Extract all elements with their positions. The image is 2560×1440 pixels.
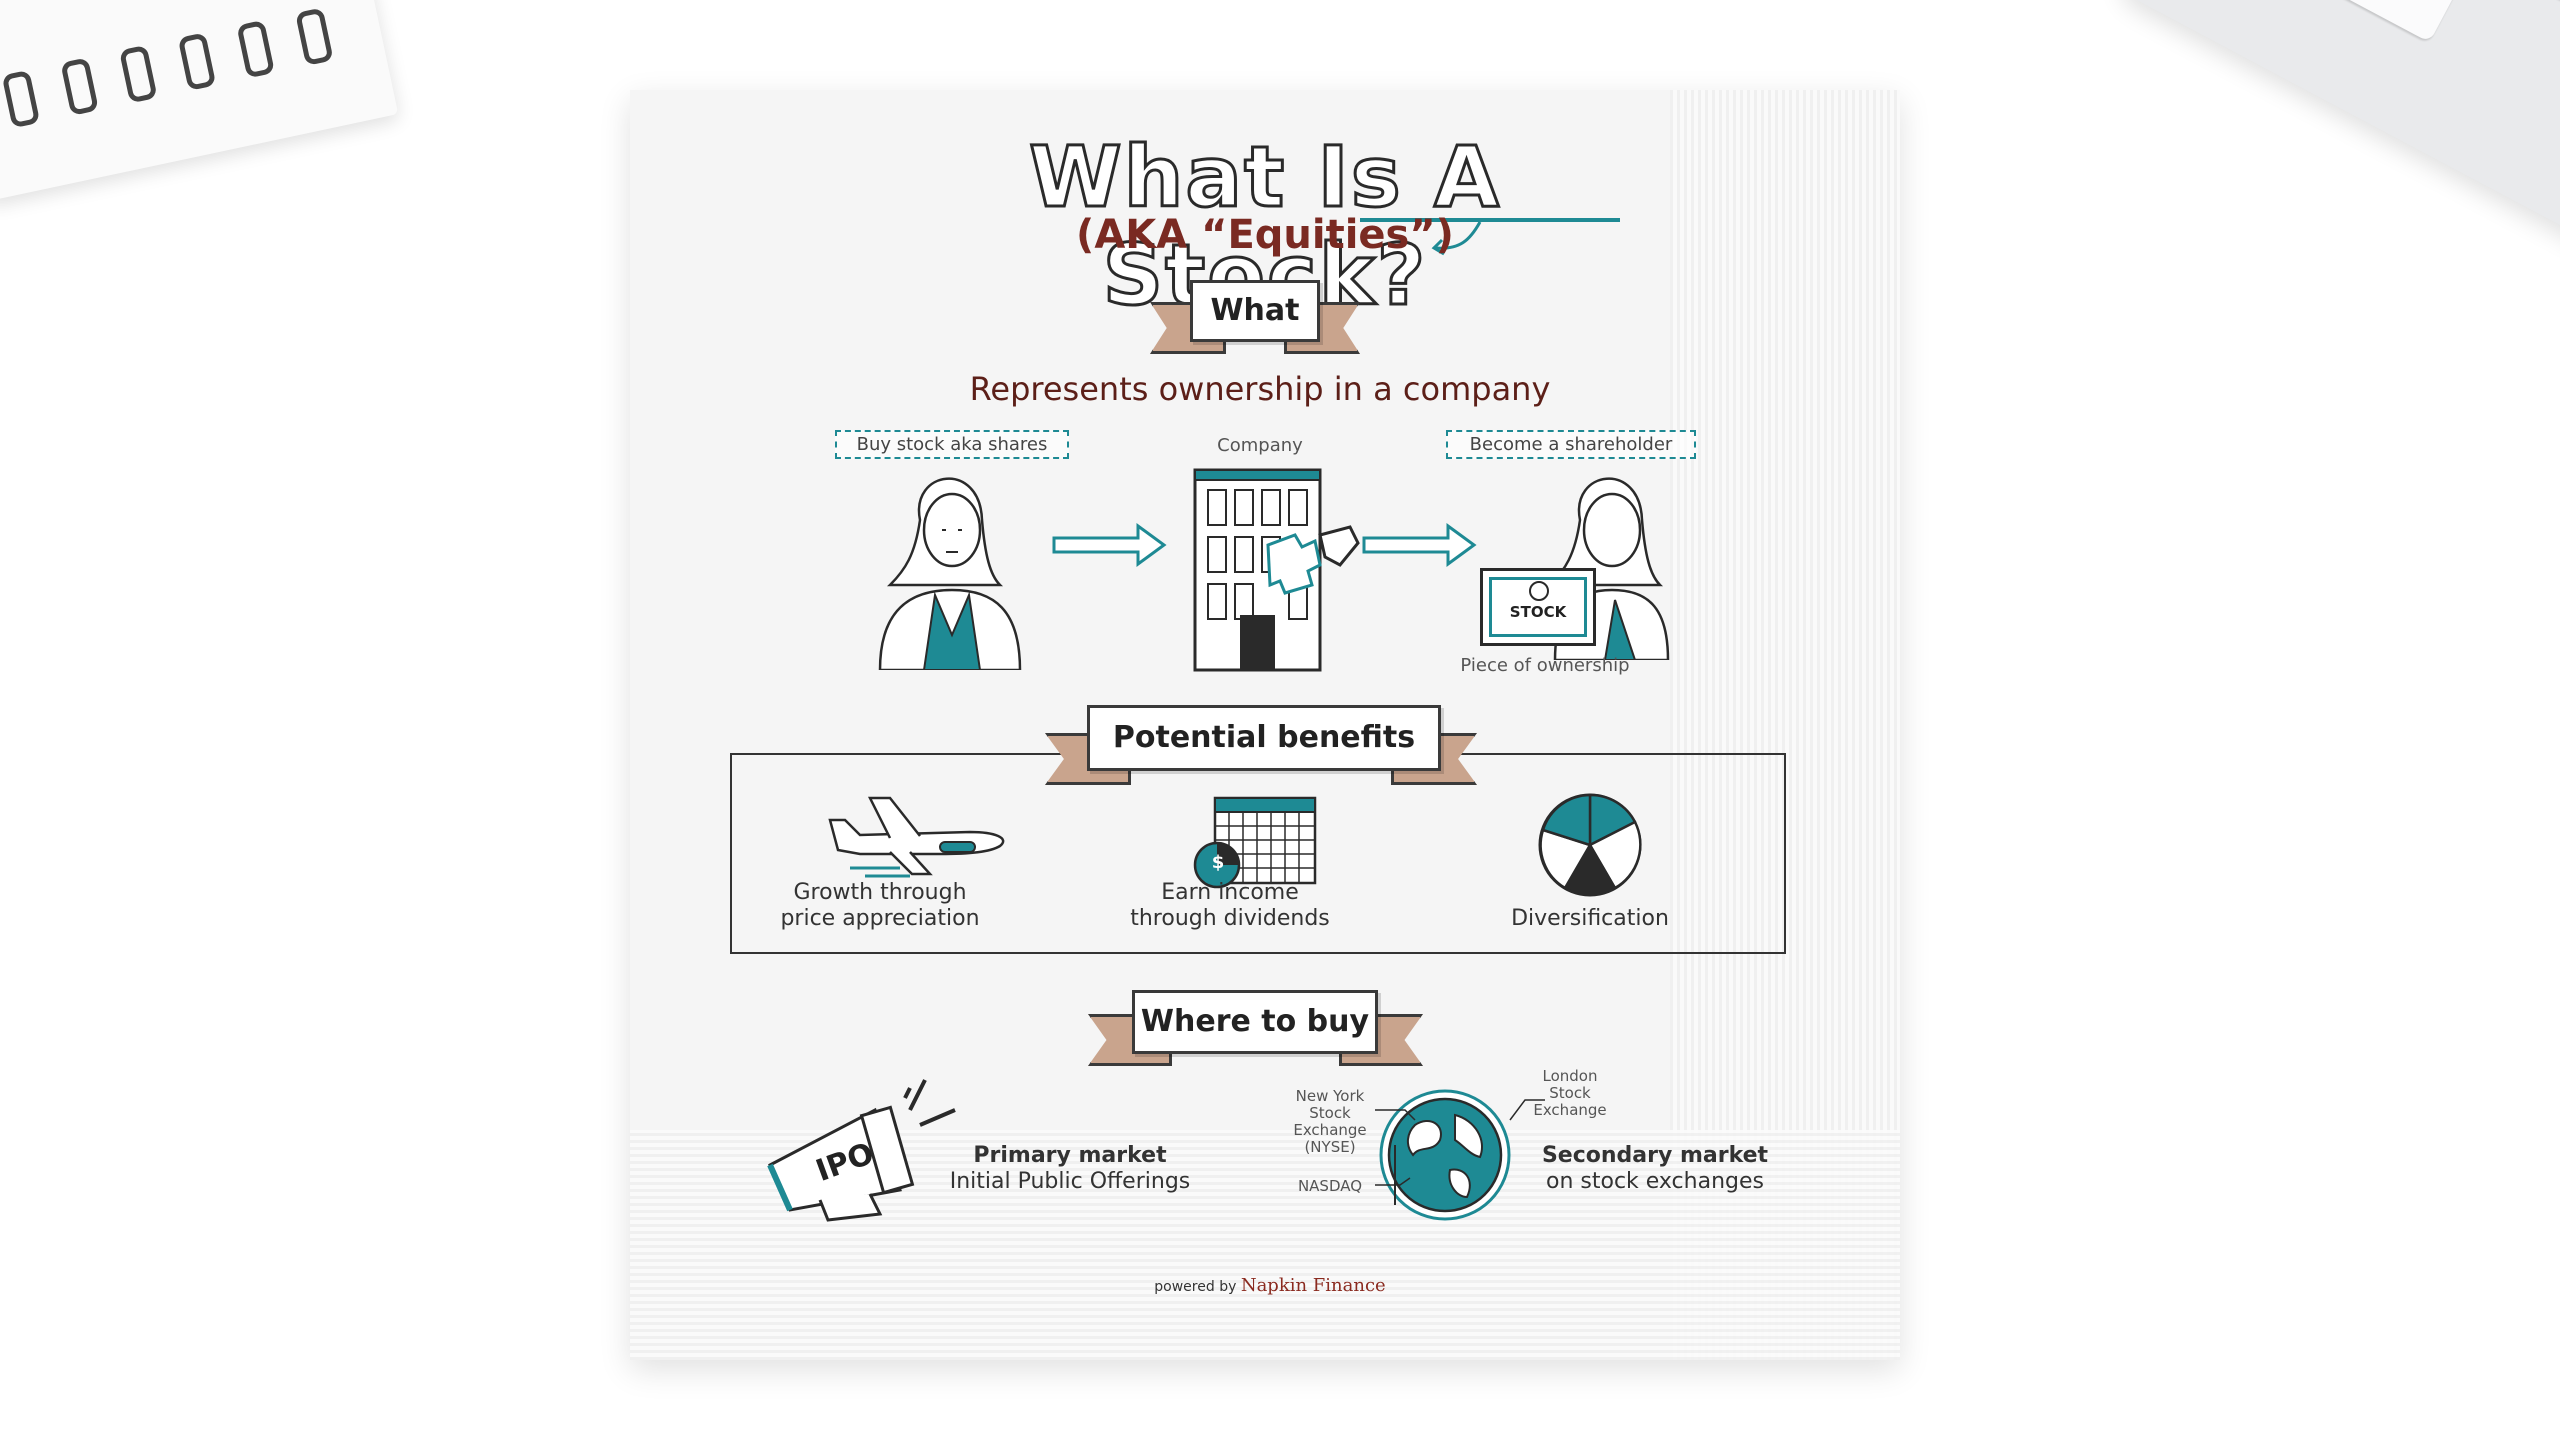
- airplane-icon: [828, 796, 1005, 878]
- powered-by-text: powered by: [1154, 1279, 1237, 1295]
- spiral-ring: [60, 57, 99, 116]
- primary-market-line2: Initial Public Offerings: [949, 1169, 1191, 1194]
- keyboard-key-cmd: cmd: [2494, 0, 2560, 20]
- company-building-icon: [1193, 468, 1360, 672]
- benefit-growth-line2: price appreciation: [780, 906, 980, 931]
- megaphone-icon: [767, 1079, 956, 1222]
- banner-what: What: [1150, 280, 1360, 360]
- nyse-line: New York: [1295, 1087, 1365, 1105]
- what-headline: Represents ownership in a company: [969, 370, 1551, 408]
- company-label: Company: [1217, 435, 1303, 456]
- pie-chart-icon: [1538, 793, 1642, 897]
- nyse-label: New York Stock Exchange (NYSE): [1285, 1088, 1375, 1156]
- infographic-subtitle: (AKA “Equities”): [1076, 212, 1454, 258]
- stock-certificate-icon: STOCK: [1480, 568, 1596, 646]
- nyse-line: Stock: [1309, 1104, 1351, 1122]
- benefit-income-line1: Earn income: [1161, 880, 1299, 905]
- secondary-market-line2: on stock exchanges: [1546, 1169, 1764, 1194]
- banner-label: Potential benefits: [1087, 705, 1441, 771]
- certificate-text: STOCK: [1509, 603, 1567, 621]
- nyse-line: Exchange: [1293, 1121, 1367, 1139]
- globe-icon: [1379, 1089, 1511, 1221]
- coin-symbol: $: [1211, 852, 1225, 873]
- woman-buyer-icon: [878, 477, 1022, 670]
- banner-label: What: [1190, 280, 1320, 342]
- arrow-right-icon: [1362, 523, 1477, 567]
- certificate-seal-icon: [1529, 581, 1549, 601]
- shareholder-label: Become a shareholder: [1446, 430, 1696, 459]
- london-line: London: [1542, 1067, 1598, 1085]
- secondary-market-line1: Secondary market: [1541, 1143, 1769, 1168]
- keyboard: cmd: [2117, 0, 2560, 253]
- banner-label: Where to buy: [1132, 990, 1378, 1054]
- primary-market-line1: Primary market: [973, 1143, 1167, 1168]
- nasdaq-label: NASDAQ: [1297, 1177, 1363, 1195]
- benefit-income-line2: through dividends: [1130, 906, 1330, 931]
- calendar-coin-icon: [1193, 796, 1317, 889]
- spiral-notepad: [0, 0, 399, 202]
- london-line: Exchange: [1533, 1101, 1607, 1119]
- arrow-right-icon: [1052, 523, 1167, 567]
- benefit-growth-line1: Growth through: [793, 880, 967, 905]
- keyboard-key: [2323, 0, 2468, 43]
- benefit-diversification: Diversification: [1511, 906, 1669, 931]
- buy-stock-label: Buy stock aka shares: [835, 430, 1069, 459]
- london-line: Stock: [1549, 1084, 1591, 1102]
- spiral-ring: [295, 7, 334, 67]
- title-underline-arrow: [1360, 218, 1620, 256]
- napkin-infographic: What Is A Stock? (AKA “Equities”) What R…: [630, 90, 1900, 1360]
- banner-potential-benefits: Potential benefits: [1045, 705, 1477, 795]
- exchange-pointers: [1375, 1099, 1545, 1186]
- spiral-ring: [177, 32, 217, 91]
- banner-where-to-buy: Where to buy: [1088, 990, 1423, 1076]
- london-label: London Stock Exchange: [1530, 1068, 1610, 1119]
- certificate-border: [1489, 577, 1587, 637]
- spiral-ring: [119, 44, 158, 104]
- powered-by-footer: powered by Napkin Finance: [1070, 1275, 1470, 1296]
- nyse-line: (NYSE): [1304, 1138, 1356, 1156]
- brand-logo: Napkin Finance: [1240, 1275, 1386, 1296]
- spiral-ring: [236, 19, 276, 79]
- spiral-ring: [1, 69, 41, 129]
- certificate-caption: Piece of ownership: [1460, 655, 1630, 676]
